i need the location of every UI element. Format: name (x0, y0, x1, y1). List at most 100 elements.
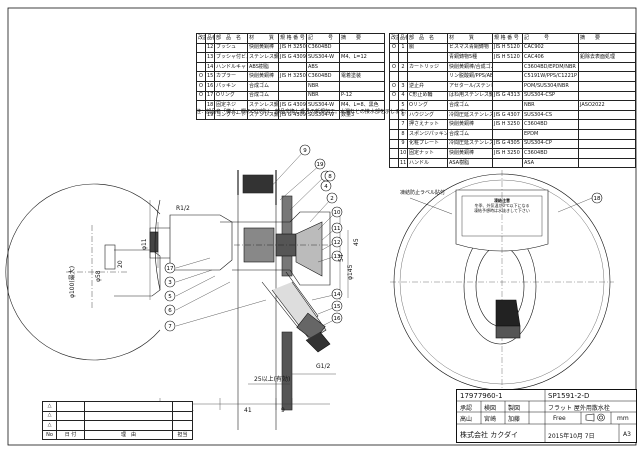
parts-cell: JIS G 4313 (492, 90, 523, 102)
part-balloon: 4 (320, 180, 332, 192)
projection-icon (585, 413, 607, 422)
parts-cell (339, 61, 385, 73)
parts-cell: 電着塗装 (339, 71, 385, 82)
parts-cell: O (196, 80, 206, 92)
part-balloon: 9 (299, 144, 311, 156)
balloon-number: 4 (324, 184, 328, 190)
parts-cell (389, 148, 399, 159)
dimension-d7: 54 (338, 254, 345, 262)
parts-cell (492, 61, 523, 73)
parts-cell (196, 52, 206, 63)
parts-cell: JIS H 3250 (278, 71, 307, 82)
part-balloon: 2 (326, 192, 338, 204)
balloon-number: 13 (334, 254, 341, 260)
part-balloon: 5 (164, 290, 176, 302)
title-block-grid (457, 390, 636, 442)
parts-cell: リン脱酸銅/PPS/ABS樹脂 (447, 71, 493, 82)
parts-cell: 17 (205, 90, 215, 102)
dimension-d3: φ58 (95, 270, 102, 282)
parts-cell: Oリング (214, 90, 248, 102)
balloon-number: 15 (334, 304, 341, 310)
parts-cell: 冷間圧延ステンレス鋼板 (447, 138, 493, 150)
parts-cell (578, 157, 636, 169)
parts-cell (578, 90, 636, 102)
parts-cell: スポンジパッキン (407, 128, 448, 140)
balloon-number: 2 (330, 196, 334, 202)
parts-cell: 3 (398, 80, 408, 92)
parts-cell: 胴 (407, 42, 448, 54)
part-balloon: 17 (164, 262, 176, 274)
section-body (149, 199, 332, 353)
parts-cell: 逆止弁 (407, 80, 448, 92)
parts-cell (389, 128, 399, 140)
parts-cell: 青銅鋳物5種 (447, 52, 493, 63)
parts-row: 13ブッシャ付ビスステンレス鋼線JIS G 4309SUS304-WM4、L=1… (196, 52, 385, 63)
parts-header-cell: 材 質 (447, 33, 493, 44)
parts-cell: JIS H 3250 (492, 119, 523, 130)
parts-cell (578, 128, 636, 140)
dimension-d8: 25以上(有効) (254, 375, 290, 383)
parts-cell: 合成ゴム (247, 80, 279, 92)
parts-cell: NBR (306, 80, 340, 92)
parts-cell (578, 61, 636, 73)
role-check: 検図 (484, 405, 497, 412)
part-balloon: 10 (331, 206, 343, 218)
parts-cell: 合成ゴム (447, 128, 493, 140)
balloon-number: 17 (167, 266, 174, 272)
balloon-number: 3 (168, 280, 172, 286)
parts-cell (492, 71, 523, 82)
title-block: 17977960-1 SP1591-2-D 承認 検図 製図 フラット 屋外用散… (456, 389, 637, 443)
parts-cell: ハンドルキャップ (214, 61, 248, 73)
label-panel: 凍結注意 冬季、外気温が0℃以下になる 凍結予想時は水抜きして下さい (464, 198, 540, 213)
parts-cell: 10 (398, 148, 408, 159)
parts-cell: 11 (398, 157, 408, 169)
front-view (390, 170, 614, 396)
parts-cell: はね用ステンレス鋼帯 (447, 90, 493, 102)
balloon-number: 8 (328, 174, 332, 180)
parts-cell: アセタール/ステンレス鋼線 (447, 80, 493, 92)
part-balloon: 15 (331, 300, 343, 312)
parts-header-cell: 規 格 番 号 (278, 33, 307, 44)
rev-header-person: 担当 (172, 429, 193, 441)
parts-cell: 押さえナット (407, 119, 448, 130)
parts-cell: カートリッジ (407, 61, 448, 73)
parts-cell (339, 42, 385, 54)
parts-header-cell: 部 品 名 (407, 33, 448, 44)
parts-cell: 13 (205, 52, 215, 63)
parts-cell: JIS G 4307 (492, 109, 523, 121)
parts-cell (578, 42, 636, 54)
dimension-d5: 45 (353, 238, 360, 246)
parts-cell: ブッシュ (214, 42, 248, 54)
balloon-number: 12 (334, 240, 341, 246)
name-draw: 加藤 (508, 416, 521, 423)
left-side-view (5, 183, 161, 361)
balloon-number: 6 (168, 308, 172, 314)
parts-cell: SUS304-W (306, 52, 340, 63)
parts-row: 14ハンドルキャップABS樹脂ABS (196, 61, 385, 73)
parts-cell: C3604BD (306, 42, 340, 54)
parts-cell (398, 52, 408, 63)
parts-header-cell: 記 号 (522, 33, 579, 44)
parts-cell: O (196, 90, 206, 102)
parts-cell (407, 52, 448, 63)
issue-date: 2015年10月 7日 (548, 433, 595, 440)
product-name: フラット 屋外用散水栓 (548, 405, 610, 412)
parts-cell: SUS304-CP (522, 138, 579, 150)
parts-cell (389, 71, 399, 82)
parts-cell: 12 (205, 42, 215, 54)
model-number: SP1591-2-D (548, 392, 590, 400)
parts-cell: 16 (205, 80, 215, 92)
parts-header-cell: 摘 要 (339, 33, 385, 44)
parts-cell (578, 109, 636, 121)
